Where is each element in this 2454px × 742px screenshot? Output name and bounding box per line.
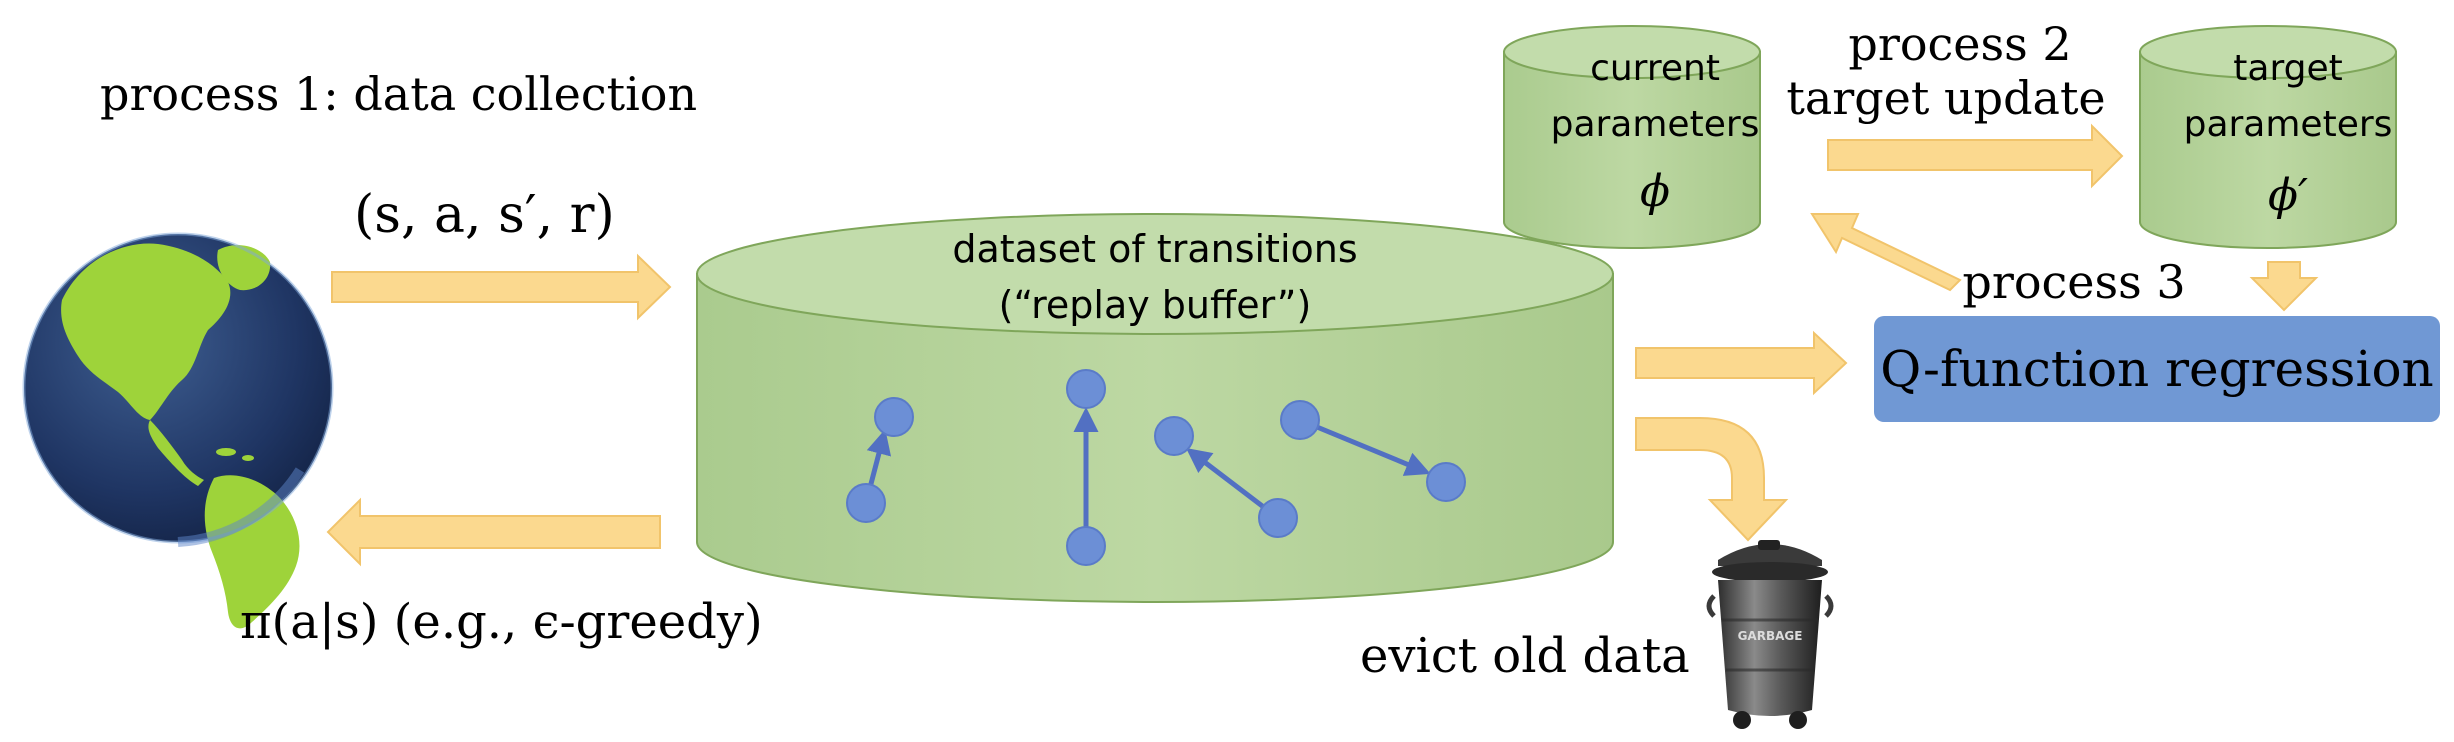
transition-dot [1066, 369, 1106, 409]
transition-3 [1154, 416, 1298, 538]
current-params-line1: current [1590, 48, 1720, 89]
evict-label: evict old data [1360, 628, 1690, 684]
replay-buffer-line2: (“replay buffer”) [999, 283, 1312, 327]
process2-line2: target update [1786, 71, 2105, 125]
current-params-line2: parameters [1551, 104, 1760, 145]
transition-dot [874, 397, 914, 437]
transition-2 [1066, 369, 1106, 566]
q-regression-label: Q-function regression [1880, 340, 2434, 398]
target-params-line1: target [2233, 48, 2342, 89]
arrow-to-current-params [1810, 213, 1962, 292]
replay-buffer-cylinder [696, 213, 1614, 603]
arrow-to-world [326, 497, 661, 567]
transition-dot [1154, 416, 1194, 456]
transition-1 [846, 397, 914, 523]
transition-tuple: (s, a, s′, r) [354, 185, 615, 245]
target-params-symbol: ϕ′ [2268, 170, 2308, 221]
arrow-to-buffer [331, 253, 672, 321]
process1-label: process 1: data collection [100, 67, 697, 121]
garbage-can-icon [1706, 540, 1834, 729]
transition-dot [1426, 462, 1466, 502]
current-params-symbol: ϕ [1640, 166, 1670, 217]
arrow-to-regression [1635, 330, 1848, 396]
replay-buffer-line1: dataset of transitions [952, 227, 1357, 271]
garbage-label: GARBAGE [1738, 629, 1803, 643]
transition-dot [1280, 400, 1320, 440]
arrow-target-update [1827, 123, 2124, 189]
transition-dot [1258, 498, 1298, 538]
target-params-cylinder [2139, 25, 2397, 249]
q-regression-box [1874, 316, 2440, 422]
process3-label: process 3 [1962, 255, 2185, 309]
transition-dot [1066, 526, 1106, 566]
arrow-target-to-regression [2249, 261, 2319, 312]
evict-arrow [1635, 417, 1789, 542]
policy-label: π(a|s) (e.g., ϵ-greedy) [240, 594, 763, 650]
target-params-line2: parameters [2184, 104, 2393, 145]
process2-line1: process 2 [1848, 17, 2071, 71]
current-params-cylinder [1503, 25, 1761, 249]
transition-dot [846, 483, 886, 523]
transition-4 [1280, 400, 1466, 502]
globe-icon [22, 232, 334, 629]
